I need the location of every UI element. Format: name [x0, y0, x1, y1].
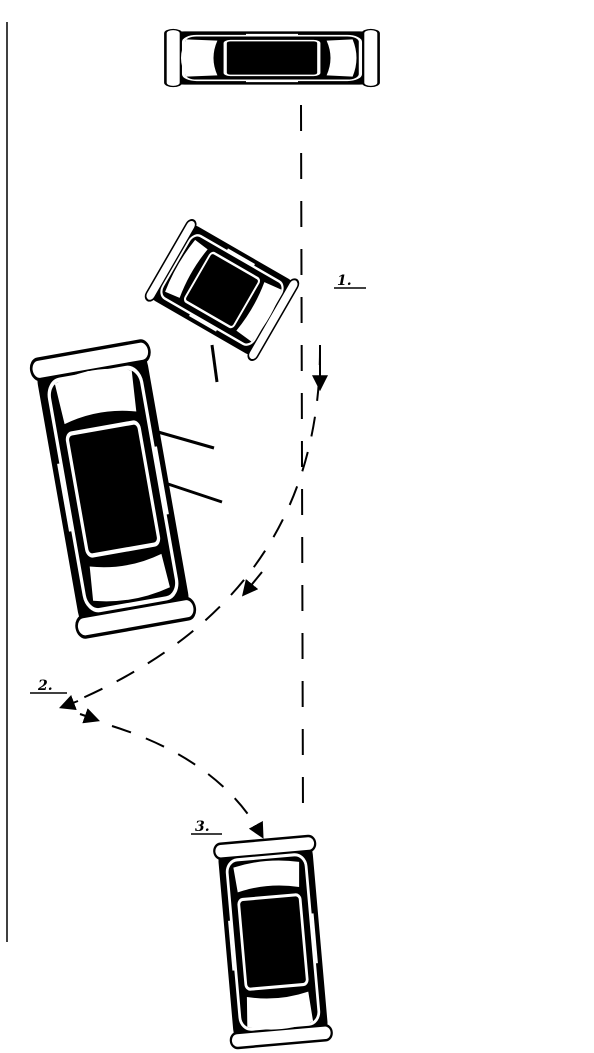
parked-car-motion-line-1	[158, 432, 214, 448]
step-label-1: 1.	[337, 273, 352, 289]
parked-car-motion-line-2	[168, 484, 222, 502]
turn-path-2-to-3	[112, 726, 262, 836]
car-step-1-motion-line	[212, 345, 217, 382]
arrow-head-icon	[80, 714, 97, 720]
car-step-1	[144, 218, 301, 362]
car-start-position	[165, 29, 378, 86]
parked-car-light	[83, 371, 95, 383]
step-label-2: 2.	[37, 678, 53, 694]
car-step-3	[214, 835, 333, 1048]
step-label-3: 3.	[195, 819, 210, 835]
arrow-head-icon	[62, 701, 78, 707]
arrow-head-icon	[244, 572, 262, 594]
parked-car	[30, 340, 197, 639]
center-dashed-line	[301, 105, 303, 820]
